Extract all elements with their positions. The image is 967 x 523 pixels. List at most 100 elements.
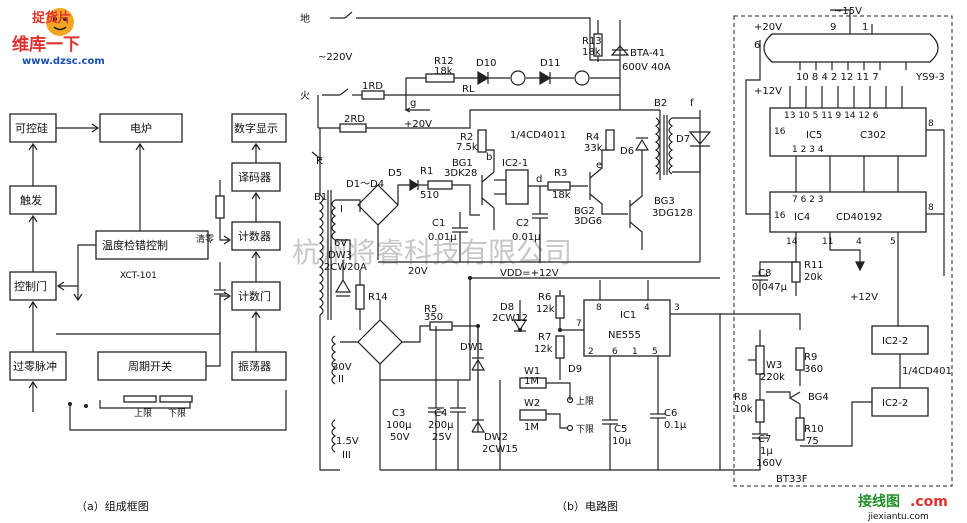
lbl-r6v: 12k [536, 304, 555, 315]
lbl-tube-p9: 9 [830, 22, 836, 33]
lbl-bg1: BG1 [452, 158, 473, 169]
lbl-winding3: III [342, 450, 351, 461]
block-furnace-label: 电炉 [130, 122, 152, 135]
lbl-ic4-p8: 8 [928, 203, 934, 213]
lbl-d10: D10 [476, 58, 496, 69]
lbl-bg2: BG2 [574, 206, 595, 217]
lbl-r3v: 18k [552, 190, 571, 201]
lbl-d8t: 2CW12 [492, 313, 528, 324]
logo-sub: 捉货片 [32, 10, 71, 26]
lbl-w1v: 1M [524, 376, 539, 387]
lbl-30v: 30V [332, 362, 352, 373]
lbl-r14: R14 [368, 292, 388, 303]
lbl-pin5: 5 [652, 347, 658, 357]
lbl-c4: C4 [434, 408, 447, 419]
lbl-ic2-2-type: 1/4CD401 [902, 366, 952, 377]
lbl-cd40192: CD40192 [836, 212, 883, 223]
lbl-w2: W2 [524, 398, 540, 409]
lbl-d8: D8 [500, 302, 514, 313]
lbl-r8: R8 [734, 392, 747, 403]
block-oscillator [231, 351, 287, 381]
lbl-ne555: NE555 [608, 330, 641, 341]
logo-jx-brand: 接线图 [858, 493, 900, 510]
block-digital-display [231, 113, 287, 143]
lbl-b2: B2 [654, 98, 667, 109]
lbl-e: e [596, 160, 602, 171]
lbl-w2v: 1M [524, 422, 539, 433]
block-diagram: 可控硅 电炉 数字显示 触发 译码器 温度检错控制 计数器 控制门 计数门 过零… [9, 113, 287, 513]
block-thyristor [9, 113, 57, 143]
lbl-c2v: 0.01μ [512, 232, 541, 243]
lbl-c302: C302 [860, 130, 886, 141]
lbl-d6: D6 [620, 146, 634, 157]
lbl-dw2t: 2CW15 [482, 444, 518, 455]
lbl-ic5-p8: 8 [928, 119, 934, 129]
lbl-plus12: +12V [754, 86, 782, 97]
lbl-r12v: 18k [434, 66, 453, 77]
label-xct: XCT-101 [120, 271, 157, 281]
lbl-r6: R6 [538, 292, 551, 303]
lbl-f: f [690, 98, 694, 109]
lbl-c1v: 0.01μ [428, 232, 457, 243]
lbl-tube-pins: 10 8 4 2 12 11 7 [796, 72, 879, 83]
lbl-w1: W1 [524, 366, 540, 377]
lbl-pin7: 7 [576, 319, 582, 329]
label-clear: 清零 [196, 233, 214, 245]
lbl-c3: C3 [392, 408, 405, 419]
block-arrows [28, 123, 287, 431]
lbl-ic4-p5: 5 [890, 237, 896, 247]
lbl-live: 火 [300, 90, 310, 102]
lbl-pin4: 4 [644, 303, 650, 313]
lbl-bg3t: 3DG128 [652, 208, 693, 219]
lbl-bta: BTA-41 [630, 48, 665, 59]
lbl-b1: B1 [314, 192, 327, 203]
lbl-15v: ~15V [834, 6, 862, 17]
lbl-d9: D9 [568, 364, 582, 375]
bridge-d1-d4 [357, 178, 471, 260]
lbl-r1: R1 [420, 166, 433, 177]
lbl-d5: D5 [388, 168, 402, 179]
lbl-1rd: 1RD [362, 81, 383, 92]
lbl-r2v: 7.5k [456, 142, 478, 153]
lbl-ic4: IC4 [794, 212, 810, 223]
lbl-r2: R2 [460, 132, 473, 143]
block-count-gate-label: 计数门 [238, 289, 271, 303]
lbl-plus20-top: +20V [404, 119, 432, 130]
block-zero-pulse [9, 351, 67, 381]
lbl-ic5-p16: 16 [774, 127, 786, 137]
lbl-c8v: 0.047μ [752, 282, 788, 293]
lbl-20v: 20V [408, 266, 428, 277]
lbl-r10v: 75 [806, 436, 819, 447]
lbl-tube-p1: 1 [862, 22, 868, 33]
lbl-d7: D7 [676, 134, 690, 145]
label-lower: 下限 [168, 408, 186, 419]
lbl-upper: 上限 [576, 396, 594, 407]
lbl-r5: R5 [424, 304, 437, 315]
lbl-c6v: 0.1μ [664, 420, 687, 431]
label-upper: 上限 [134, 408, 152, 419]
caption-a: （a）组成框图 [76, 499, 149, 513]
lbl-b: b [486, 152, 492, 163]
lbl-ic2-2a: IC2-2 [882, 336, 908, 347]
lbl-bg3: BG3 [654, 196, 675, 207]
lbl-w3: W3 [766, 360, 782, 371]
lbl-c7v: 1μ [760, 446, 773, 457]
lbl-bg4: BG4 [808, 392, 829, 403]
lbl-r11: R11 [804, 260, 824, 271]
block-control-gate-label: 控制门 [14, 279, 47, 293]
lbl-dw1: DW1 [460, 342, 484, 353]
transistor-stage [378, 115, 712, 263]
lbl-c3v: 100μ [386, 420, 412, 431]
lbl-ic4-p4: 4 [856, 237, 862, 247]
lbl-pin8: 8 [596, 303, 602, 313]
lbl-c7r: 160V [756, 458, 782, 469]
block-temp-control [95, 230, 209, 260]
lbl-ground: 地 [300, 12, 310, 25]
ne555-section [380, 277, 721, 471]
lbl-d: d [536, 174, 542, 185]
lbl-d11: D11 [540, 58, 560, 69]
mascot-icon [46, 8, 74, 36]
circuit-labels: 地 ~220V 火 R12 18k D10 D11 R13 18k BTA-41… [300, 12, 694, 513]
block-counter-label: 计数器 [238, 230, 271, 243]
